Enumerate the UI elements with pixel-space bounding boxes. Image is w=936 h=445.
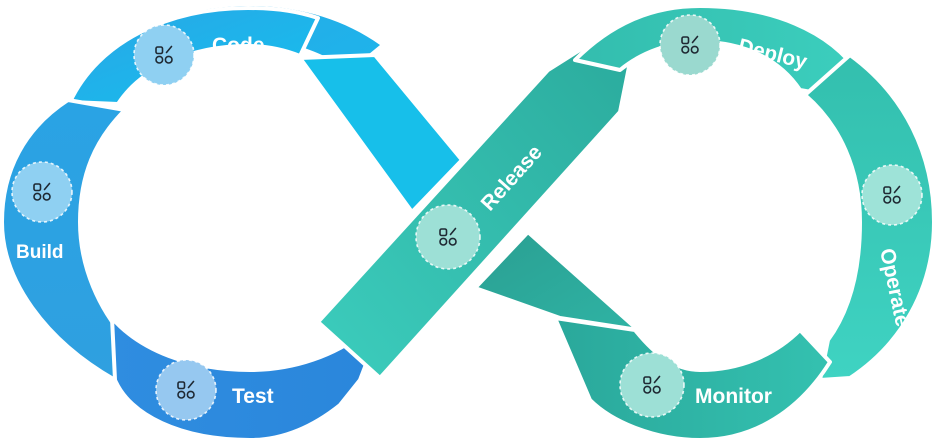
build-label: Build bbox=[16, 242, 64, 263]
code-label: Code bbox=[212, 34, 265, 57]
release-badge bbox=[415, 204, 481, 270]
build-badge bbox=[11, 161, 73, 223]
monitor-badge bbox=[619, 352, 685, 418]
monitor-segment bbox=[553, 316, 832, 442]
deploy-badge bbox=[659, 14, 721, 76]
monitor-arrow-head bbox=[473, 230, 640, 332]
operate-badge bbox=[861, 164, 923, 226]
code-arrow-head bbox=[298, 53, 464, 214]
build-segment bbox=[0, 98, 127, 382]
test-label: Test bbox=[232, 385, 274, 408]
test-badge bbox=[155, 359, 217, 421]
operate-segment bbox=[803, 53, 936, 382]
code-badge bbox=[133, 24, 195, 86]
monitor-label: Monitor bbox=[695, 385, 772, 408]
